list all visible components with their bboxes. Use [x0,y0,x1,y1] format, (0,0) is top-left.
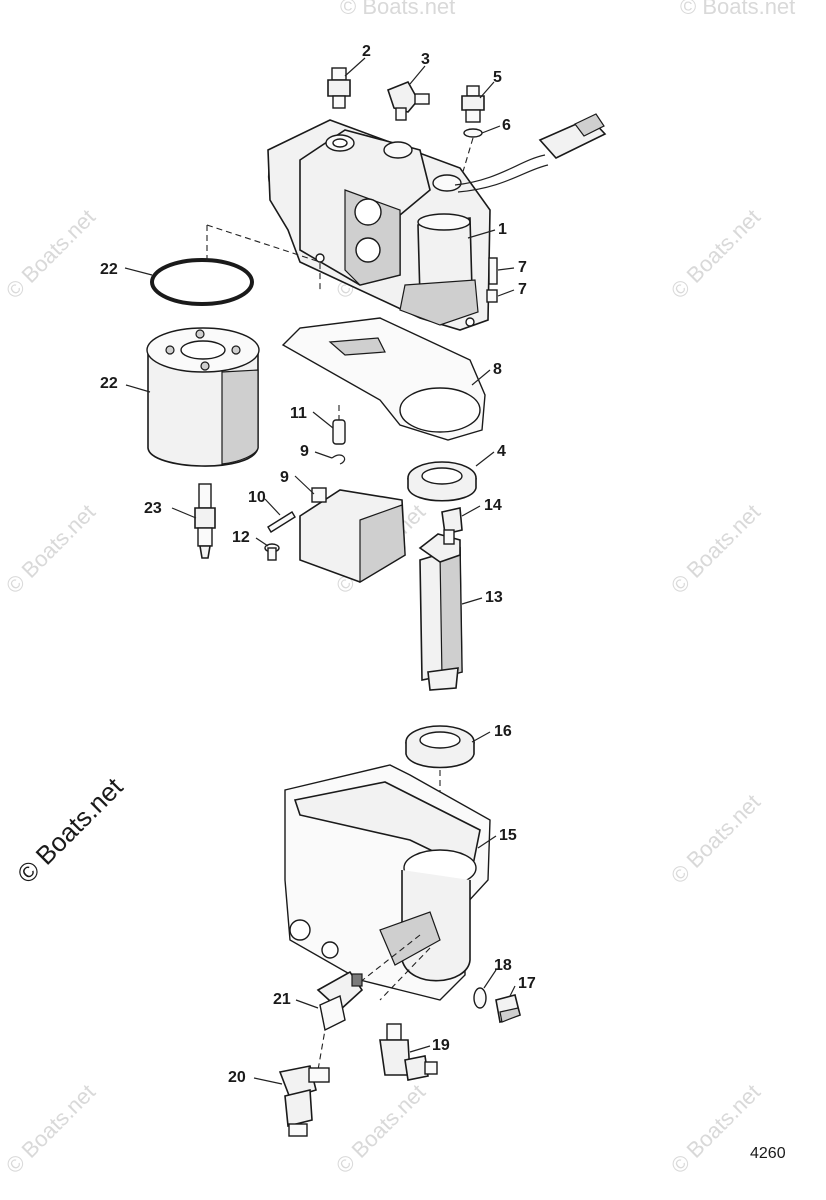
callout-label: 14 [484,497,502,514]
callout-label: 16 [494,723,512,740]
callout-label: 1 [498,221,507,238]
callout-label: 6 [502,117,511,134]
screws-part-7 [486,257,498,303]
watermark-text: © Boats.net [666,499,765,598]
figure-number: 4260 [750,1145,786,1162]
watermark-text: © Boats.net [1,499,100,598]
callout-label: 2 [362,43,371,60]
elbow-fitting-part-3 [387,80,430,121]
callout-label: 22 [100,261,118,278]
callout-label: 5 [493,69,502,86]
fitting-part-2 [327,67,351,109]
watermark-text: © Boats.net [680,0,795,19]
elbow-fitting-part-20 [278,1065,330,1137]
callout-label: 7 [518,281,527,298]
callout-label: 23 [144,500,162,517]
callout-label: 19 [432,1037,450,1054]
callout-label: 12 [232,529,250,546]
callout-label: 13 [485,589,503,606]
water-sensor-part-23 [194,483,216,559]
screw-part-12 [264,543,280,561]
callout-label: 20 [228,1069,246,1086]
fuel-pump-bracket-assembly [267,113,607,331]
fitting-part-5 [461,85,485,123]
seal-part-16 [405,725,475,769]
callout-label: 15 [499,827,517,844]
seal-part-4 [407,461,477,502]
callout-layer: 2 3 5 6 1 7 7 22 22 8 11 9 4 9 10 23 14 [100,43,536,1086]
callout-label: 17 [518,975,536,992]
watermark-text: © Boats.net [1,1079,100,1178]
o-ring-part-18 [473,987,487,1009]
fuel-pump-housing-part-15 [284,764,491,1001]
watermark-text: © Boats.net [1,204,100,303]
fuel-pump-terminal-part-11 [332,419,346,445]
pin-part-10 [267,511,296,533]
o-ring-part-6 [463,128,483,138]
elbow-fitting-part-19 [379,1023,438,1081]
bushing-part-14 [441,507,463,535]
callout-label: 10 [248,489,266,506]
callout-label: 9 [280,469,289,486]
callout-label: 11 [290,405,307,422]
filter-o-ring-part-22 [150,258,254,306]
gasket-part-8 [281,317,486,441]
callout-label: 21 [273,991,291,1008]
electric-fuel-pump-part-13 [418,529,463,691]
callout-label: 3 [421,51,430,68]
retaining-clip-part-9 [331,454,346,465]
fuel-filter-part-22 [146,327,260,467]
callout-label: 4 [497,443,506,460]
watermark-text: © Boats.net [666,1079,765,1178]
watermark-text: © Boats.net [666,204,765,303]
watermark-text: © Boats.net [666,789,765,888]
watermark-text: © Boats.net [340,0,455,19]
watermark-main-text: © Boats.net [11,771,129,889]
fuel-pump-strainer-part-9 [299,487,406,584]
elbow-fitting-part-21 [316,970,364,1032]
callout-label: 18 [494,957,512,974]
callout-label: 7 [518,259,527,276]
callout-label: 8 [493,361,502,378]
callout-label: 9 [300,443,309,460]
plug-part-17 [495,994,521,1024]
watermark-text: © Boats.net [331,1079,430,1178]
callout-label: 22 [100,375,118,392]
